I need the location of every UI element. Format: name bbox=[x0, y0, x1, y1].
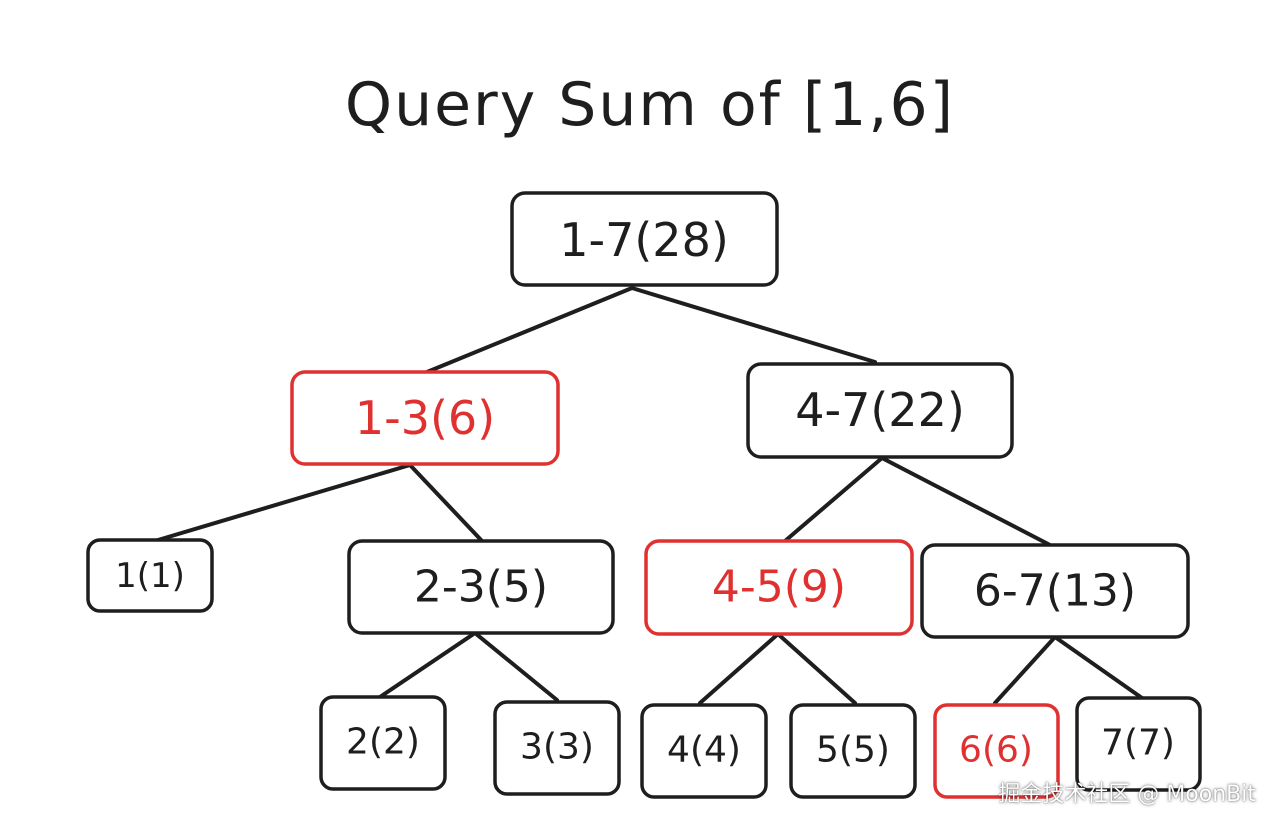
node-label: 2-3(5) bbox=[414, 562, 548, 613]
node-label: 5(5) bbox=[816, 730, 890, 771]
edge-n23-n2 bbox=[378, 631, 477, 699]
diagram-title: Query Sum of [1,6] bbox=[345, 70, 955, 140]
edge-n67-n6 bbox=[993, 635, 1057, 705]
node-label: 1(1) bbox=[115, 556, 185, 596]
node-7: 7(7) bbox=[1075, 696, 1202, 792]
node-2: 2(2) bbox=[319, 695, 447, 791]
node-5: 5(5) bbox=[789, 703, 917, 799]
tree-edges bbox=[156, 286, 1144, 705]
edge-n67-n7 bbox=[1053, 635, 1144, 700]
node-2-3: 2-3(5) bbox=[347, 539, 615, 635]
watermark-text: 掘金技术社区 @ MoonBit bbox=[998, 782, 1256, 807]
node-label: 6(6) bbox=[959, 730, 1033, 771]
node-3: 3(3) bbox=[493, 700, 621, 796]
node-label: 2(2) bbox=[346, 722, 420, 763]
node-label: 1-3(6) bbox=[355, 391, 495, 445]
node-label: 1-7(28) bbox=[559, 213, 729, 267]
node-1-7: 1-7(28) bbox=[510, 191, 779, 287]
edge-n47-n45 bbox=[783, 456, 884, 543]
node-4-5: 4-5(9) bbox=[644, 539, 914, 636]
edge-n45-n4 bbox=[698, 632, 780, 705]
node-4-7: 4-7(22) bbox=[746, 362, 1014, 459]
node-label: 4-7(22) bbox=[795, 383, 965, 437]
node-label: 7(7) bbox=[1101, 723, 1175, 764]
node-label: 4(4) bbox=[667, 730, 741, 771]
edge-n45-n5 bbox=[776, 632, 857, 705]
edge-n17-n47 bbox=[630, 286, 877, 364]
edge-n47-n67 bbox=[880, 456, 1052, 547]
node-4: 4(4) bbox=[640, 703, 768, 799]
node-6: 6(6) bbox=[933, 703, 1060, 799]
edge-n23-n3 bbox=[473, 631, 559, 702]
edge-n13-n1 bbox=[156, 463, 412, 542]
node-label: 3(3) bbox=[520, 727, 594, 768]
node-label: 4-5(9) bbox=[712, 562, 846, 613]
edge-n13-n23 bbox=[408, 463, 484, 543]
node-label: 6-7(13) bbox=[974, 566, 1136, 617]
node-1: 1(1) bbox=[86, 538, 214, 613]
edge-n17-n13 bbox=[425, 286, 634, 374]
node-6-7: 6-7(13) bbox=[920, 543, 1190, 639]
node-1-3: 1-3(6) bbox=[290, 370, 560, 466]
